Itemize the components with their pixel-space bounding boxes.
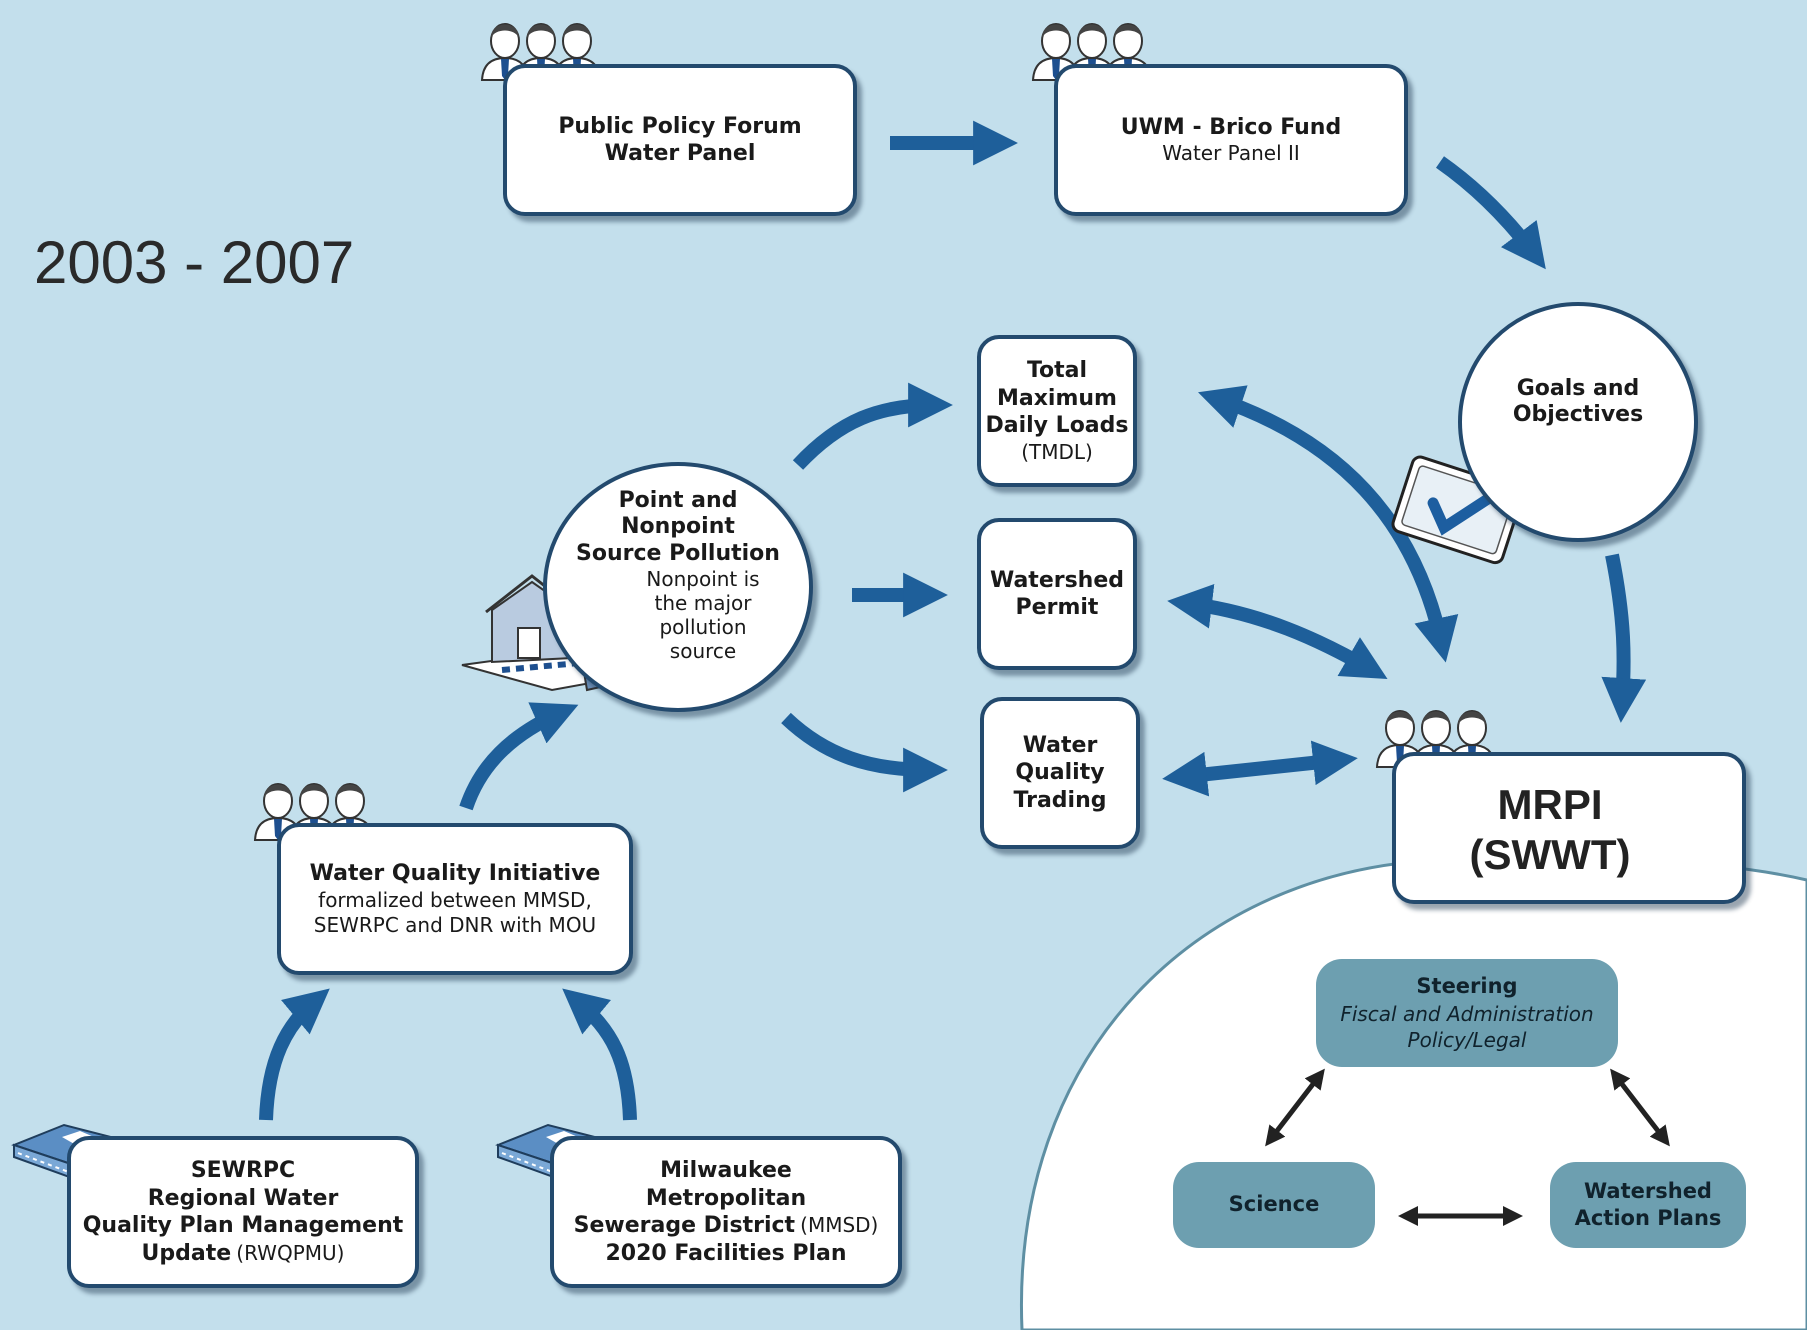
mmsd-line-3b: (MMSD) bbox=[800, 1213, 879, 1237]
sewrpc-line-2: Regional Water bbox=[147, 1185, 339, 1211]
sewrpc-line-1: SEWRPC bbox=[190, 1158, 296, 1183]
steering-title: Steering bbox=[1416, 974, 1518, 999]
mmsd-line-3: Sewerage District bbox=[573, 1213, 796, 1238]
trading-line-2: Quality bbox=[1015, 760, 1105, 786]
mrpi-line-1: MRPI bbox=[1497, 781, 1603, 828]
sewrpc-line-3: Quality Plan Management bbox=[82, 1213, 404, 1238]
steering-sub-2: Policy/Legal bbox=[1407, 1027, 1527, 1052]
pnp-title: Point and bbox=[618, 488, 738, 513]
arrow-wqi-to-pnp bbox=[459, 702, 579, 811]
arrow-pnp-to-tmdl bbox=[792, 382, 953, 470]
goals-title: Goals and bbox=[1516, 376, 1640, 401]
tmdl-box: Total Maximum Daily Loads (TMDL) bbox=[977, 335, 1137, 487]
wqi-sub-2: SEWRPC and DNR with MOU bbox=[313, 912, 597, 937]
tmdl-line-1: Total bbox=[1026, 358, 1088, 384]
arrow-goals-to-mrpi bbox=[1601, 553, 1647, 723]
trading-line-1: Water bbox=[1022, 732, 1098, 758]
uwm-brico-fund-box: UWM - Brico Fund Water Panel II bbox=[1054, 64, 1408, 216]
sewrpc-box: SEWRPC Regional Water Quality Plan Manag… bbox=[67, 1136, 419, 1288]
wqi-title: Water Quality Initiative bbox=[309, 861, 601, 887]
ppf-title: Public Policy Forum bbox=[558, 113, 802, 139]
mmsd-line-2: Metropolitan bbox=[645, 1185, 807, 1211]
tmdl-line-4: (TMDL) bbox=[1021, 439, 1093, 464]
ppf-title-2: Water Panel bbox=[604, 141, 756, 166]
arrow-steering-science bbox=[1265, 1068, 1325, 1147]
trading-line-3: Trading bbox=[1013, 787, 1107, 813]
goals-objectives-circle: Goals and Objectives bbox=[1458, 302, 1698, 542]
mmsd-box: Milwaukee Metropolitan Sewerage District… bbox=[550, 1136, 902, 1288]
wap-line-2: Action Plans bbox=[1574, 1206, 1722, 1230]
arrow-sewrpc-to-wqi bbox=[259, 988, 330, 1121]
mmsd-line-1: Milwaukee bbox=[660, 1158, 792, 1183]
pnp-sub-2: the major bbox=[654, 591, 752, 616]
water-quality-initiative-box: Water Quality Initiative formalized betw… bbox=[277, 823, 633, 975]
steering-sub-1: Fiscal and Administration bbox=[1340, 1001, 1594, 1026]
arrow-mmsd-to-wqi bbox=[562, 988, 637, 1121]
permit-line-2: Permit bbox=[1015, 595, 1099, 620]
sewrpc-line-4: Update bbox=[141, 1240, 232, 1266]
mrpi-box bbox=[1392, 752, 1746, 904]
mrpi-line-2: (SWWT) bbox=[1469, 831, 1631, 879]
steering-box: Steering Fiscal and Administration Polic… bbox=[1316, 959, 1618, 1067]
pnp-title-3: Source Pollution bbox=[576, 540, 780, 566]
uwm-sub: Water Panel II bbox=[1162, 141, 1300, 166]
wqi-sub-1: formalized between MMSD, bbox=[318, 887, 592, 912]
pnp-sub-3: pollution bbox=[659, 615, 747, 640]
science-box: Science bbox=[1173, 1162, 1375, 1248]
permit-line-1: Watershed bbox=[989, 567, 1125, 593]
steering-panel bbox=[1019, 856, 1807, 1330]
tmdl-line-3: Daily Loads bbox=[985, 413, 1129, 439]
pnp-sub-1: Nonpoint is bbox=[646, 567, 760, 592]
goals-title-2: Objectives bbox=[1512, 402, 1644, 428]
watershed-permit-box: Watershed Permit bbox=[977, 518, 1137, 670]
tmdl-line-2: Maximum bbox=[997, 385, 1117, 411]
period-label: 2003 - 2007 bbox=[34, 229, 355, 296]
sewrpc-line-4b: (RWQPMU) bbox=[236, 1240, 345, 1265]
mmsd-line-4: 2020 Facilities Plan bbox=[605, 1240, 847, 1266]
arrow-permit-mrpi bbox=[1167, 583, 1388, 679]
watershed-action-plans-box: Watershed Action Plans bbox=[1550, 1162, 1746, 1248]
pnp-title-2: Nonpoint bbox=[621, 514, 735, 540]
water-quality-trading-box: Water Quality Trading bbox=[980, 697, 1140, 849]
arrow-trading-mrpi bbox=[1162, 740, 1358, 797]
arrow-pnp-to-trading bbox=[781, 712, 948, 793]
uwm-title: UWM - Brico Fund bbox=[1120, 114, 1342, 140]
arrow-uwm-to-goals bbox=[1435, 156, 1546, 270]
wap-line-1: Watershed bbox=[1584, 1178, 1712, 1203]
mrpi-title: MRPI (SWWT) bbox=[1400, 780, 1700, 881]
arrow-tmdl-mrpi bbox=[1198, 385, 1459, 663]
point-nonpoint-circle: Point and Nonpoint Source Pollution Nonp… bbox=[543, 462, 813, 712]
science-title: Science bbox=[1228, 1192, 1320, 1217]
public-policy-forum-box: Public Policy Forum Water Panel bbox=[503, 64, 857, 216]
pnp-sub-4: source bbox=[669, 639, 737, 664]
arrow-steering-wap bbox=[1610, 1068, 1670, 1147]
